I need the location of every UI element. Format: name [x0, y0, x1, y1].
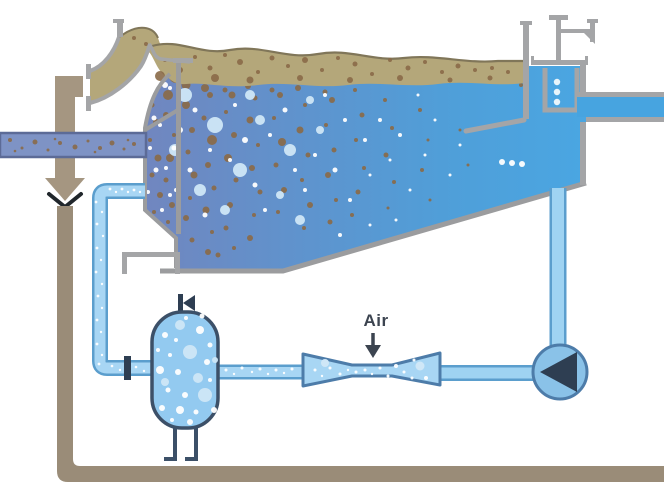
scum-band: [152, 43, 524, 87]
outlet-baffle: [523, 23, 529, 119]
chute-top-flange: [117, 20, 123, 37]
air-arrow-head: [365, 345, 381, 358]
saturator-leg-right: [185, 427, 198, 461]
inlet-particles: [8, 137, 136, 154]
weir-brace: [584, 33, 595, 44]
riser-wall: [176, 62, 181, 234]
relief-valve-icon: [183, 295, 195, 311]
inlet-pipe: [0, 131, 148, 159]
weir-crossbar: [556, 29, 595, 33]
outlet-baffle-cap: [520, 21, 532, 25]
outlet-channel-rail-bottom: [586, 117, 664, 122]
outlet-channel-rail-top: [578, 92, 664, 97]
weir-trough: [542, 68, 580, 113]
outlet-bubbles: [553, 78, 561, 106]
tank-structure: [86, 15, 598, 274]
chute-outer-rail: [89, 36, 121, 73]
air-label: Air: [363, 311, 388, 330]
tank-right-wall-lower: [580, 122, 586, 185]
scum-layer: [90, 26, 524, 104]
pipe-bubbles: [94, 187, 294, 376]
venturi-large-bubble: [415, 361, 425, 371]
weir-screw-post: [556, 19, 561, 62]
scum-particles: [132, 36, 510, 84]
weir-post-cap: [587, 19, 598, 23]
venturi-bubbles: [313, 356, 428, 388]
support-leg-left: [122, 252, 127, 274]
chute-top-flange-cap: [113, 19, 124, 23]
inlet-pipe-body: [0, 131, 148, 159]
weir-handle: [549, 15, 568, 20]
chute-flange-upper: [86, 64, 91, 79]
sludge-pipe-elbow: [55, 76, 83, 97]
air-injection-label: Air: [363, 311, 388, 358]
chute-inner-rail: [89, 43, 152, 105]
relief-valve-stem: [178, 294, 183, 314]
venturi-injector: [301, 351, 442, 388]
recycle-valve: [124, 356, 131, 380]
flotation-tank: [145, 66, 586, 271]
riser-wall-cap: [173, 58, 193, 63]
inlet-diffuser-plate: [143, 108, 180, 132]
venturi-body: [301, 351, 442, 388]
outlet-channel-water: [577, 97, 664, 117]
pump-impeller: [540, 352, 577, 392]
deflector-plate: [463, 117, 527, 134]
saturator-bubbles: [156, 313, 218, 425]
saturated-water-pipe: [94, 185, 152, 374]
venturi-large-bubble-2: [321, 359, 329, 367]
saturator-leg-left: [164, 427, 177, 461]
rim-tick-right: [585, 56, 588, 61]
outlet-box-rim: [531, 60, 588, 65]
rim-tick-left: [531, 56, 534, 61]
saturator: [150, 294, 220, 461]
tank-bottom-shell: [160, 180, 587, 274]
support-leg-right: [175, 252, 180, 274]
support-bar: [122, 252, 180, 257]
chute-flange-lower: [86, 96, 91, 111]
scum-hump-line: [118, 26, 159, 39]
recycle-pump: [531, 343, 589, 401]
scum-surface-line: [151, 42, 524, 63]
tank-right-wall-upper: [580, 62, 586, 92]
recycle-line: [92, 183, 567, 381]
scum-beach-lip: [147, 42, 191, 64]
effluent-outlet: [553, 78, 664, 122]
saturated-water-pipe-outline: [92, 183, 152, 376]
sludge-flow-arrow: [45, 178, 85, 201]
